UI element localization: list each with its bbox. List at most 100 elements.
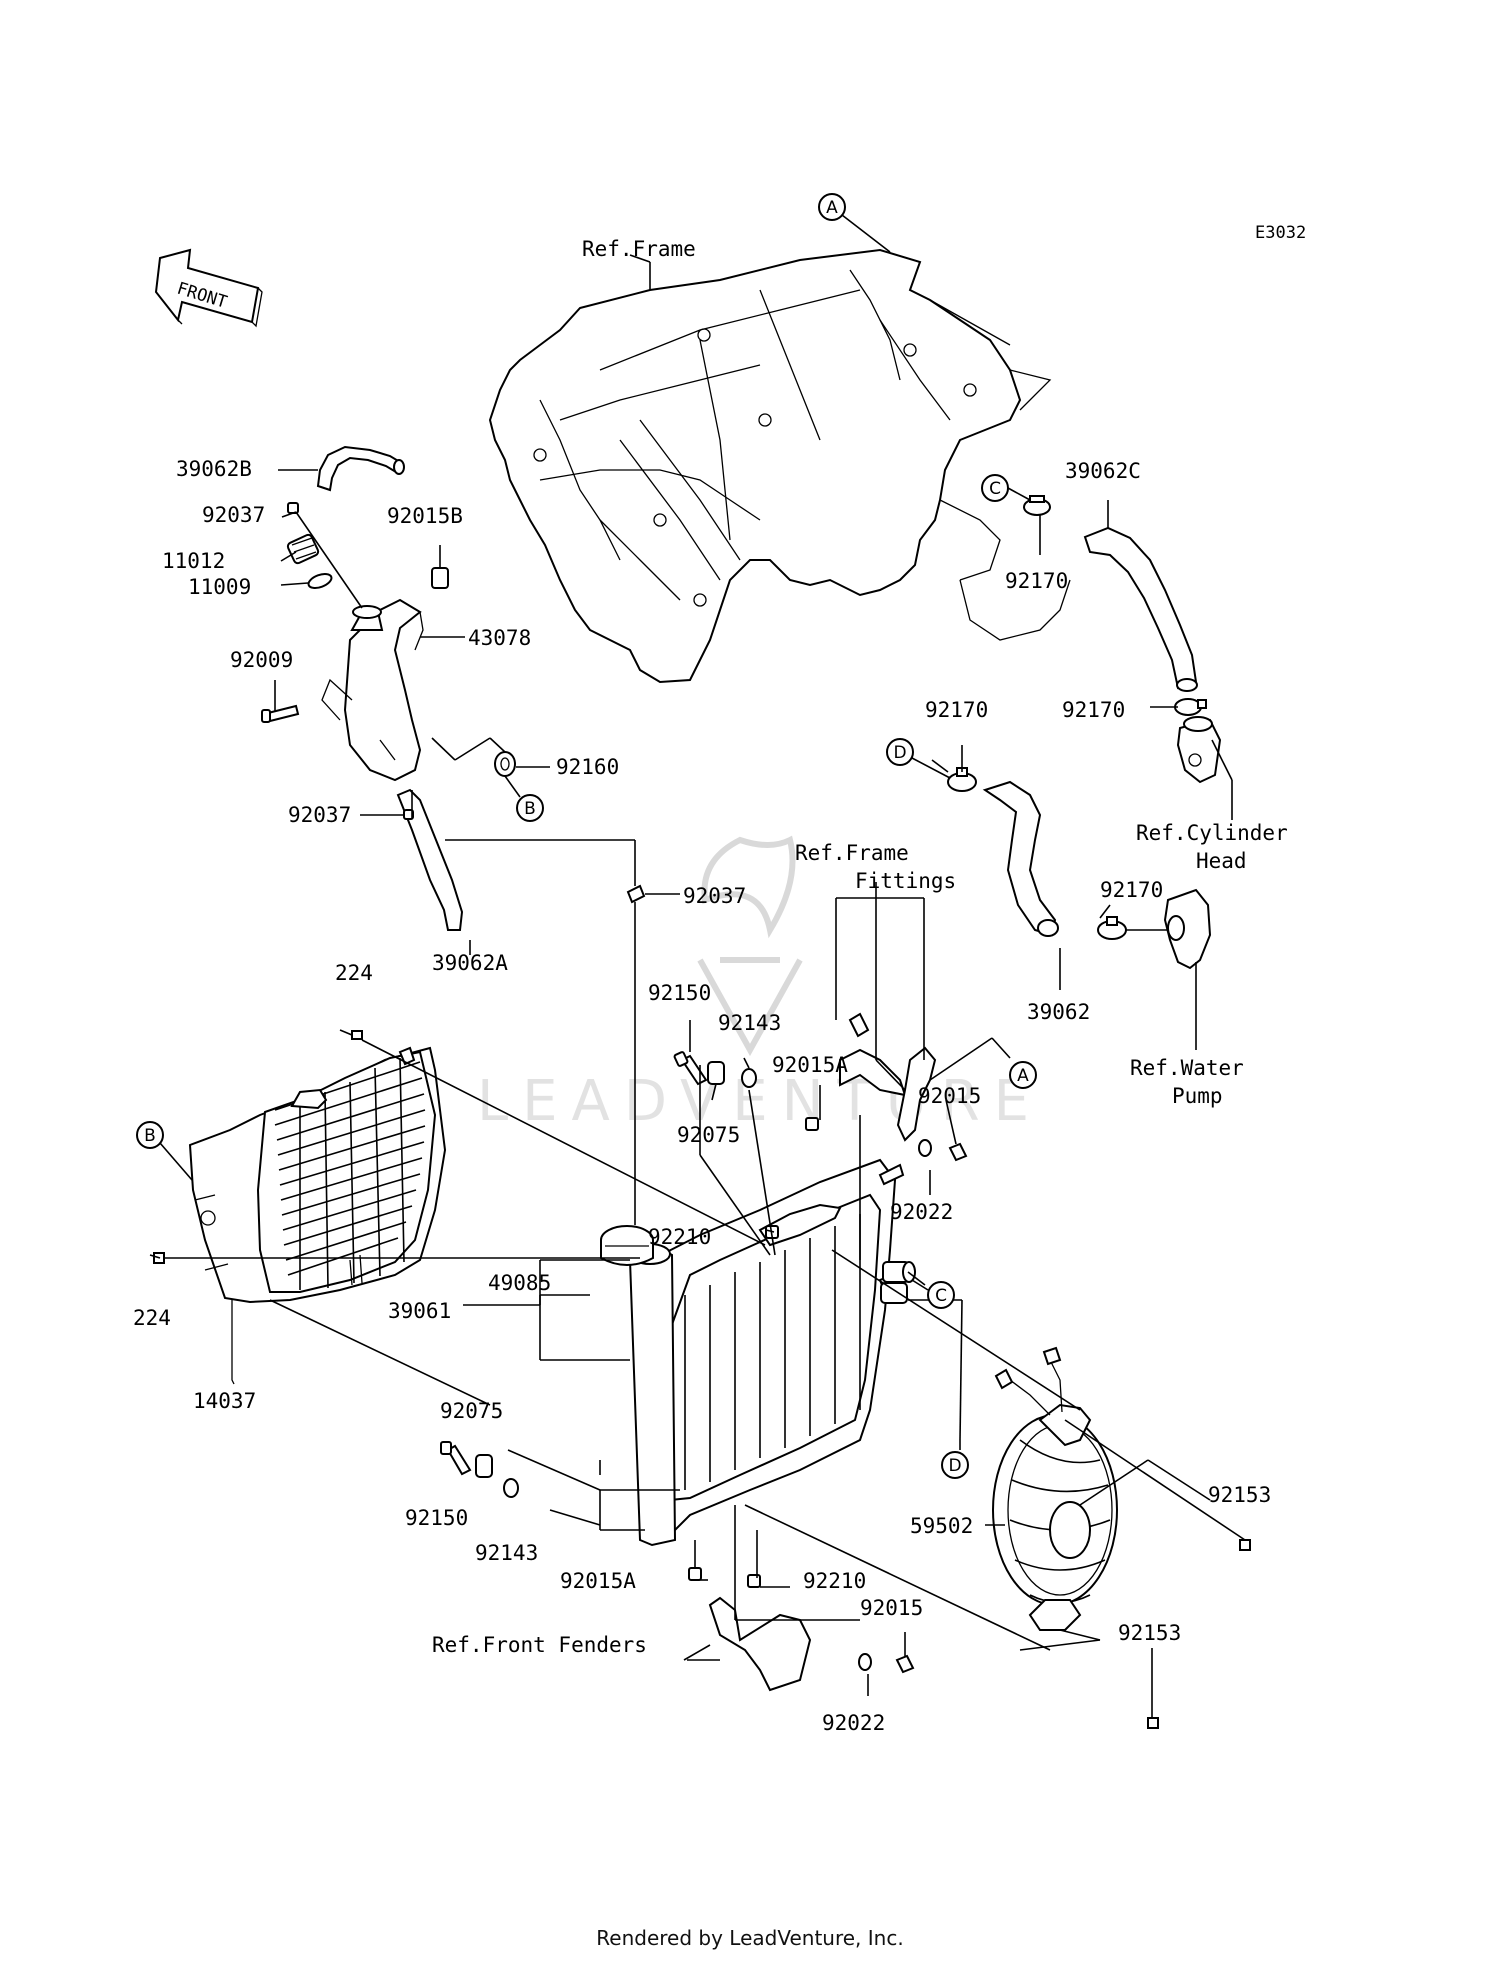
marker-b-left: B — [136, 1121, 164, 1149]
frame-outline — [488, 248, 1071, 684]
label-92150-lower: 92150 — [405, 1506, 468, 1530]
nut-92015A-upper — [805, 1117, 819, 1131]
hose-39062B — [316, 445, 405, 492]
cooling-fan — [992, 1346, 1118, 1631]
label-92210-lower: 92210 — [803, 1569, 866, 1593]
label-59502: 59502 — [910, 1514, 973, 1538]
nut-92015A-lower — [688, 1567, 702, 1581]
label-39062A: 39062A — [432, 951, 508, 975]
label-92075-lower: 92075 — [440, 1399, 503, 1423]
svg-text:D: D — [948, 1456, 961, 1476]
label-92153-upper: 92153 — [1208, 1483, 1271, 1507]
collar-92143-upper — [741, 1068, 757, 1088]
svg-text:A: A — [826, 198, 838, 218]
nut-92210-lower — [747, 1574, 761, 1588]
label-92015-upper: 92015 — [918, 1084, 981, 1108]
label-92150-upper: 92150 — [648, 981, 711, 1005]
screw-92153-upper — [1239, 1539, 1251, 1551]
label-92015A-lower: 92015A — [560, 1569, 636, 1593]
reservoir-tank — [321, 598, 424, 782]
ref-frame-label: Ref.Frame — [582, 237, 696, 261]
ref-cylinder-label-1: Ref.Cylinder — [1136, 821, 1288, 845]
label-92075-upper: 92075 — [677, 1123, 740, 1147]
clamp-92170-d — [1097, 916, 1127, 940]
label-14037: 14037 — [193, 1389, 256, 1413]
bolt-92009 — [261, 704, 300, 723]
collar-92015B — [431, 567, 449, 589]
radiator-cap — [600, 1225, 654, 1266]
marker-d-upper: D — [886, 738, 914, 766]
screw-92153-lower — [1147, 1717, 1159, 1729]
label-49085: 49085 — [488, 1271, 551, 1295]
label-92143-upper: 92143 — [718, 1011, 781, 1035]
hose-39062C — [1083, 526, 1198, 692]
damper-92075-lower — [475, 1454, 493, 1478]
washer-92022-upper — [918, 1139, 932, 1157]
svg-text:A: A — [1017, 1066, 1029, 1086]
washer-92022-lower — [858, 1653, 872, 1671]
label-92009: 92009 — [230, 648, 293, 672]
front-arrow-icon: FRONT — [154, 248, 263, 328]
label-92015-lower: 92015 — [860, 1596, 923, 1620]
label-92143-lower: 92143 — [475, 1541, 538, 1565]
clamp-92170-b — [1174, 698, 1207, 716]
frame-fittings-bracket — [839, 1012, 937, 1142]
hose-39062 — [982, 780, 1059, 937]
cap-o-ring — [307, 573, 333, 589]
nut-92015-upper — [948, 1142, 968, 1162]
label-39061: 39061 — [388, 1299, 451, 1323]
diagram-code: E3032 — [1255, 223, 1306, 243]
radiator-screen — [188, 1046, 447, 1385]
label-92170-c: 92170 — [925, 698, 988, 722]
label-11012: 11012 — [162, 549, 225, 573]
marker-a-top: A — [818, 193, 846, 221]
label-43078: 43078 — [468, 626, 531, 650]
svg-text:C: C — [935, 1286, 947, 1306]
footer-credit: Rendered by LeadVenture, Inc. — [596, 1926, 903, 1950]
ref-front-fenders-label: Ref.Front Fenders — [432, 1633, 647, 1657]
screw-224-top — [351, 1030, 363, 1040]
marker-a-right: A — [1009, 1061, 1037, 1089]
radiator-outlet-lower — [880, 1282, 908, 1304]
leader-lines — [149, 469, 1246, 1718]
cylinder-head-fitting — [1176, 716, 1222, 784]
clamp-92037-center — [626, 884, 646, 904]
damper-92075-upper — [707, 1061, 725, 1085]
label-92170-b: 92170 — [1062, 698, 1125, 722]
label-39062C: 39062C — [1065, 459, 1141, 483]
clamp-92037-top — [287, 502, 299, 514]
marker-b-upper: B — [516, 794, 544, 822]
label-92037-center: 92037 — [683, 884, 746, 908]
svg-text:B: B — [524, 799, 536, 819]
ref-frame-fittings-label-1: Ref.Frame — [795, 841, 909, 865]
front-fender-bracket — [708, 1596, 812, 1692]
water-pump-fitting — [1163, 888, 1212, 970]
bolt-92150-lower — [440, 1441, 472, 1476]
label-92210-upper: 92210 — [648, 1225, 711, 1249]
label-92170-a: 92170 — [1005, 569, 1068, 593]
label-92037-top: 92037 — [202, 503, 265, 527]
label-39062B: 39062B — [176, 457, 252, 481]
ref-frame-fittings-label-2: Fittings — [855, 869, 956, 893]
svg-text:B: B — [144, 1126, 156, 1146]
reservoir-cap — [286, 533, 320, 565]
label-92170-d: 92170 — [1100, 878, 1163, 902]
collar-92143-lower — [503, 1478, 519, 1498]
ref-water-pump-label-2: Pump — [1172, 1084, 1223, 1108]
label-11009: 11009 — [188, 575, 251, 599]
hose-39062A — [396, 788, 464, 931]
label-224-left: 224 — [133, 1306, 171, 1330]
marker-c-right: C — [927, 1281, 955, 1309]
svg-text:D: D — [893, 743, 906, 763]
label-92015B: 92015B — [387, 504, 463, 528]
label-39062: 39062 — [1027, 1000, 1090, 1024]
marker-c-upper: C — [981, 474, 1009, 502]
svg-text:C: C — [989, 479, 1001, 499]
label-224-top: 224 — [335, 961, 373, 985]
marker-d-right: D — [941, 1451, 969, 1479]
radiator-outlet-upper — [882, 1261, 916, 1283]
label-92015A-upper: 92015A — [772, 1053, 848, 1077]
radiator-core — [628, 1158, 905, 1547]
label-92022-lower: 92022 — [822, 1711, 885, 1735]
